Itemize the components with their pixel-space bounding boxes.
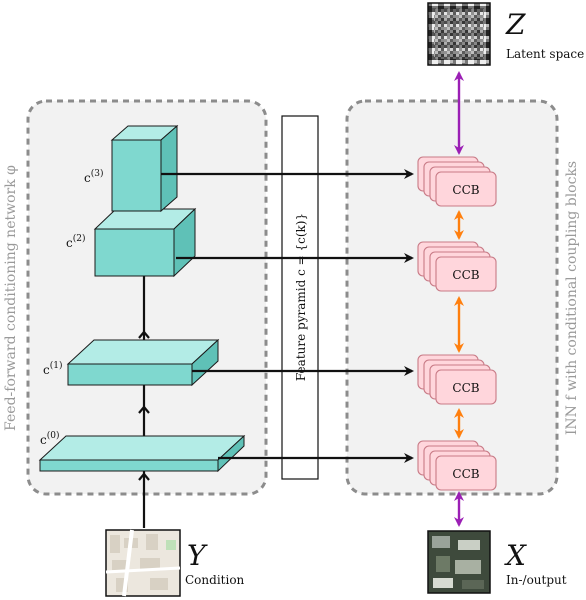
- ccb-label: CCB: [452, 467, 479, 481]
- feature-level-2: [93, 207, 197, 278]
- ccb-stack-1: CCB: [417, 354, 497, 405]
- output-symbol: X: [504, 539, 527, 572]
- feature-level-0: [38, 434, 246, 473]
- ccb-stack-0: CCB: [417, 440, 497, 491]
- ccb-stack-2: CCB: [417, 241, 497, 292]
- ccb-label: CCB: [452, 381, 479, 395]
- ccb-stack-3: CCB: [417, 156, 497, 207]
- feature-pyramid-box: [281, 115, 319, 480]
- condition-map-image: [105, 529, 181, 597]
- conditioning-network-panel: [26, 99, 268, 496]
- inn-panel: [345, 99, 559, 496]
- inn-label: INN f with conditional coupling blocks: [564, 161, 580, 435]
- level-0-label: c(0): [40, 430, 59, 447]
- condition-symbol: Y: [187, 539, 208, 572]
- feature-pyramid-label: Feature pyramid c = {c(k)}: [294, 213, 308, 381]
- latent-symbol: Z: [505, 8, 526, 41]
- ccb-label: CCB: [452, 268, 479, 282]
- feature-level-1: [66, 338, 220, 387]
- condition-caption: Condition: [185, 573, 245, 587]
- conditioning-network-label: Feed-forward conditioning network φ: [3, 165, 19, 431]
- output-caption: In-/output: [506, 573, 567, 587]
- level-1-label: c(1): [43, 360, 62, 377]
- output-aerial-image: [427, 530, 491, 594]
- feature-level-3: [110, 124, 179, 213]
- latent-caption: Latent space: [506, 47, 584, 61]
- level-3-label: c(3): [84, 168, 103, 185]
- latent-noise-image: [427, 2, 491, 66]
- ccb-label: CCB: [452, 183, 479, 197]
- level-2-label: c(2): [66, 233, 85, 250]
